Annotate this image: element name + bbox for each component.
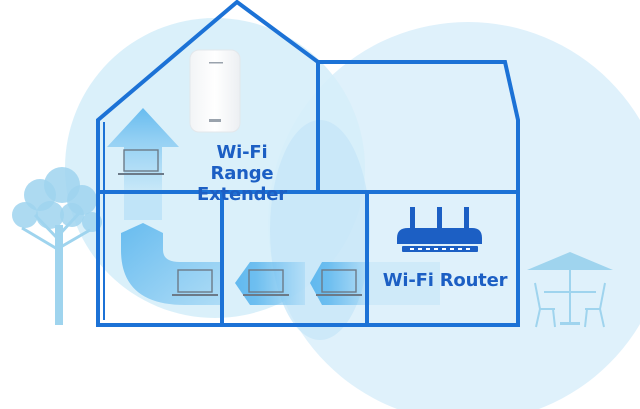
extender-label-line1: Wi-Fi Range	[210, 142, 274, 184]
curve-arrow	[121, 223, 220, 305]
router-label: Wi-Fi Router	[382, 270, 508, 291]
house-outline	[96, 0, 520, 327]
laptop-upstairs	[118, 149, 164, 175]
laptop-lower-middle	[243, 269, 289, 296]
extender-label: Wi-Fi Range Extender	[192, 142, 292, 205]
laptop-lower-left	[172, 269, 218, 296]
extender-label-line2: Extender	[197, 184, 287, 205]
router-icon	[397, 207, 482, 252]
up-arrow	[107, 108, 179, 190]
left-arrow-right	[310, 262, 370, 305]
house-exterior	[96, 0, 520, 327]
laptop-near-router	[316, 269, 362, 296]
tree-icon	[12, 167, 102, 325]
range-extender-device	[189, 49, 241, 133]
patio-umbrella-icon	[527, 252, 613, 328]
extender-brand-mark	[209, 62, 223, 64]
extender-port-icon	[209, 119, 221, 122]
router-coverage-circle	[268, 22, 640, 409]
